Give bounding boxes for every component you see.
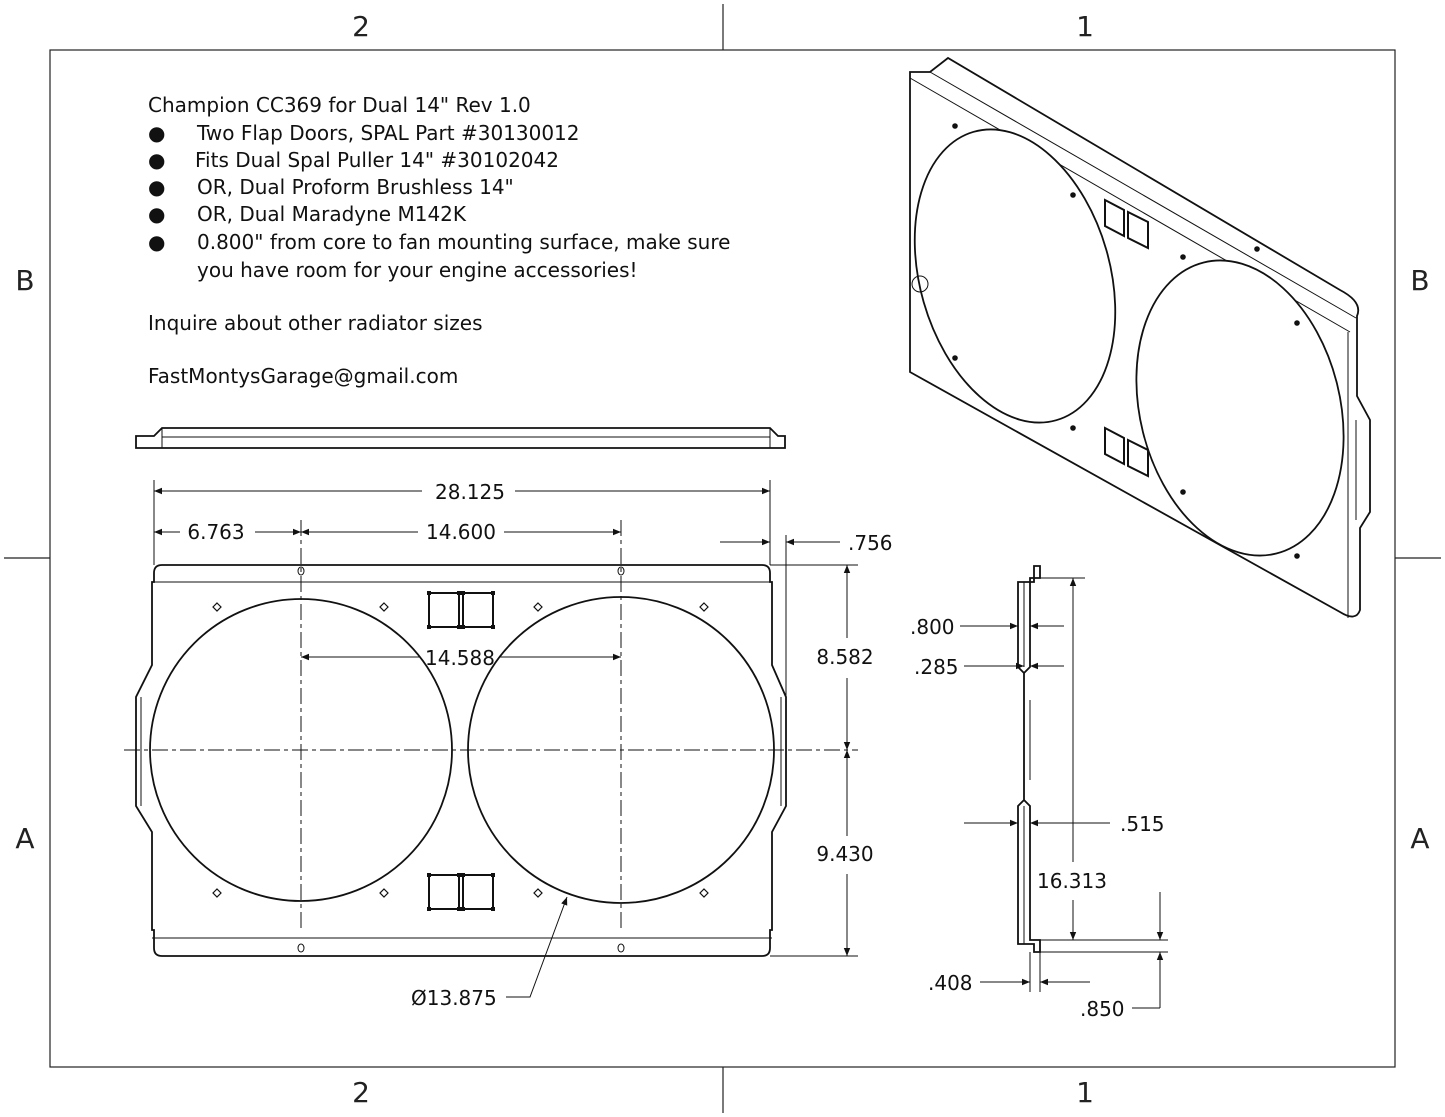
side-view (1017, 565, 1041, 953)
dim-lip-thickness: .408 (928, 971, 973, 995)
note-bullet-2: Fits Dual Spal Puller 14" #30102042 (195, 148, 559, 172)
drawing-frame (4, 4, 1441, 1113)
dim-side-height: 16.313 (1037, 869, 1107, 893)
note-bullet-3: OR, Dual Proform Brushless 14" (197, 175, 514, 199)
zone-label-bottom-left: 2 (352, 1076, 370, 1109)
top-edge-view (135, 427, 786, 449)
iso-mounting-holes (952, 123, 1300, 559)
dim-center-spacing: 14.600 (426, 520, 496, 544)
flap-door-lower (427, 873, 495, 911)
dim-mid-step: .515 (1120, 812, 1165, 836)
zone-label-left-lower: A (15, 822, 34, 855)
note-bullet-1: Two Flap Doors, SPAL Part #30130012 (196, 121, 580, 145)
bullet-marker: ● (148, 202, 165, 226)
centerlines (124, 520, 858, 930)
zone-label-right-lower: A (1410, 822, 1429, 855)
isometric-view (909, 56, 1371, 618)
iso-fan-opening-right (1135, 259, 1345, 557)
front-view (124, 520, 858, 957)
dim-fan-spacing: 14.588 (425, 646, 495, 670)
zone-label-bottom-right: 1 (1076, 1076, 1094, 1109)
side-view-dimensions: .800 .285 .515 16.313 .408 .850 (910, 577, 1168, 1021)
front-view-dimensions: 28.125 6.763 14.600 .756 14.588 8.582 9.… (153, 480, 893, 1010)
note-inquire: Inquire about other radiator sizes (148, 311, 483, 335)
bullet-marker: ● (148, 230, 165, 254)
iso-flap-door-upper (1104, 198, 1149, 250)
zone-label-top-left: 2 (352, 10, 370, 43)
bullet-marker: ● (148, 175, 165, 199)
dim-side-offset: .756 (848, 531, 893, 555)
iso-flap-door-lower (1104, 426, 1149, 478)
note-bullet-5-continuation: you have room for your engine accessorie… (197, 258, 638, 282)
dim-left-to-center: 6.763 (187, 520, 244, 544)
iso-fan-opening-left (913, 128, 1117, 424)
dim-overall-width: 28.125 (435, 480, 505, 504)
dim-fan-diameter: Ø13.875 (411, 986, 497, 1010)
notes-title: Champion CC369 for Dual 14" Rev 1.0 (148, 93, 531, 117)
dim-upper-height: 8.582 (816, 645, 873, 669)
notes-block: Champion CC369 for Dual 14" Rev 1.0 ● Tw… (148, 93, 730, 388)
note-bullet-4: OR, Dual Maradyne M142K (197, 202, 467, 226)
zone-label-right-upper: B (1410, 264, 1429, 297)
zone-label-left-upper: B (15, 264, 34, 297)
bullet-marker: ● (148, 148, 165, 172)
dim-lower-height: 9.430 (816, 842, 873, 866)
dim-lip-height: .850 (1080, 997, 1125, 1021)
bullet-marker: ● (148, 121, 165, 145)
dim-step-depth: .285 (914, 655, 959, 679)
note-bullet-5: 0.800" from core to fan mounting surface… (197, 230, 730, 254)
dim-flange-depth: .800 (910, 615, 955, 639)
zone-label-top-right: 1 (1076, 10, 1094, 43)
contact-email: FastMontysGarage@gmail.com (148, 364, 458, 388)
zone-labels: 2 1 2 1 B A B A (15, 10, 1429, 1109)
flap-door-upper (427, 591, 495, 629)
mounting-holes (212, 566, 709, 953)
